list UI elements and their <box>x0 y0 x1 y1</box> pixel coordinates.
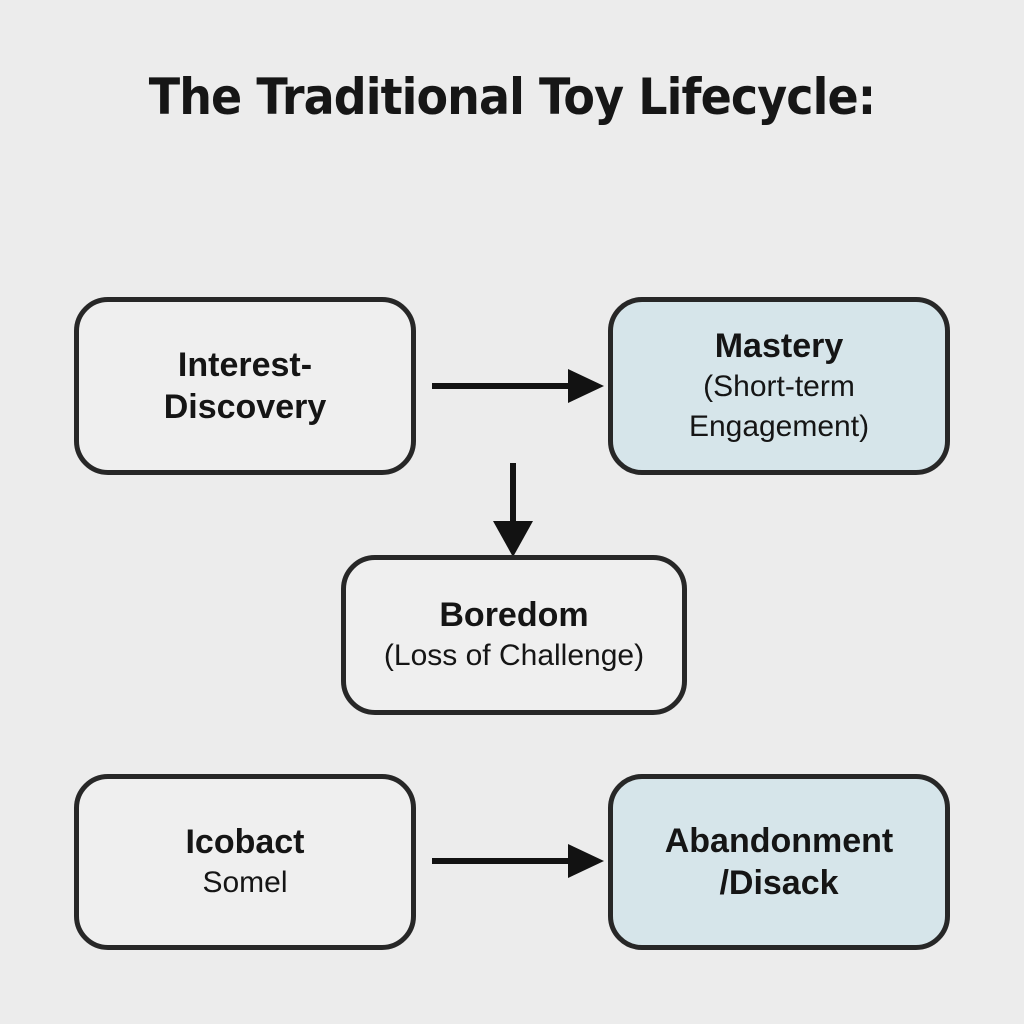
node-sublabel: Engagement) <box>688 410 870 443</box>
node-boredom: Boredom (Loss of Challenge) <box>341 555 687 715</box>
node-label: Interest- <box>177 346 313 384</box>
arrow-right-icon <box>432 369 604 403</box>
node-mastery: Mastery (Short-term Engagement) <box>608 297 950 475</box>
node-sublabel: Somel <box>202 866 288 899</box>
node-interest-discovery: Interest- Discovery <box>74 297 416 475</box>
node-sublabel: (Loss of Challenge) <box>383 639 645 672</box>
node-label: Discovery <box>163 388 327 426</box>
node-label: Boredom <box>439 596 589 634</box>
arrow-down-icon <box>493 463 533 557</box>
node-icobact: Icobact Somel <box>74 774 416 950</box>
node-label: Icobact <box>185 823 305 861</box>
diagram-title: The Traditional Toy Lifecycle: <box>148 68 876 126</box>
node-label: Abandonment <box>664 822 894 860</box>
node-label: /Disack <box>719 864 839 902</box>
node-label: Mastery <box>714 327 844 365</box>
node-sublabel: (Short-term <box>703 370 855 403</box>
node-abandonment: Abandonment /Disack <box>608 774 950 950</box>
arrow-right-icon <box>432 844 604 878</box>
